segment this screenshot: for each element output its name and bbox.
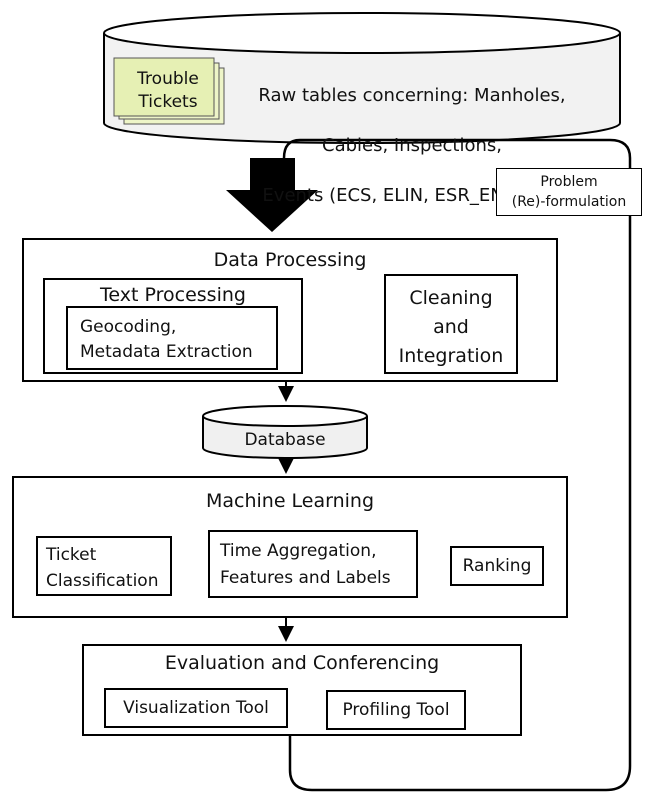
text-processing-title: Text Processing <box>100 284 246 306</box>
raw-tables-line-1: Raw tables concerning: Manholes, <box>258 85 566 106</box>
machine-learning-title: Machine Learning <box>205 490 375 512</box>
visualization-tool-box: Visualization Tool <box>104 688 288 728</box>
profiling-tool-box: Profiling Tool <box>326 690 466 730</box>
geocoding-line-2: Metadata Extraction <box>80 342 253 362</box>
problem-reformulation-line-1: Problem <box>540 174 598 190</box>
cleaning-line-3: Integration <box>398 345 504 367</box>
time-aggregation-line-1: Time Aggregation, <box>220 541 377 561</box>
raw-tables-cylinder <box>103 12 621 144</box>
ticket-classification-box: Ticket Classification <box>36 536 172 596</box>
raw-tables-line-2: Cables, Inspections, <box>322 135 502 156</box>
ticket-classification-line-1: Ticket <box>46 545 97 565</box>
feedback-loop <box>282 138 632 792</box>
ranking-label: Ranking <box>462 556 532 576</box>
time-aggregation-line-2: Features and Labels <box>220 568 391 588</box>
trouble-tickets-label: Trouble Tickets <box>118 68 218 114</box>
ranking-box: Ranking <box>450 546 544 586</box>
profiling-tool-label: Profiling Tool <box>342 700 450 720</box>
time-aggregation-box: Time Aggregation, Features and Labels <box>208 530 418 598</box>
data-processing-title: Data Processing <box>213 249 367 271</box>
database-label: Database <box>244 430 326 450</box>
visualization-tool-label: Visualization Tool <box>123 698 269 718</box>
trouble-tickets-stack <box>113 57 225 125</box>
big-down-arrow <box>226 158 318 232</box>
cleaning-integration-box: Cleaning and Integration <box>384 274 518 374</box>
problem-reformulation-box: Problem (Re)-formulation <box>496 168 642 216</box>
trouble-tickets-line-2: Tickets <box>138 92 198 112</box>
geocoding-line-1: Geocoding, <box>80 317 177 337</box>
cleaning-line-1: Cleaning <box>409 287 493 309</box>
database-cylinder <box>202 405 368 459</box>
cleaning-line-2: and <box>433 316 469 338</box>
problem-reformulation-line-2: (Re)-formulation <box>511 194 627 210</box>
evaluation-title: Evaluation and Conferencing <box>164 652 440 674</box>
geocoding-box: Geocoding, Metadata Extraction <box>66 306 278 370</box>
ticket-classification-line-2: Classification <box>46 571 159 591</box>
trouble-tickets-line-1: Trouble <box>137 69 199 89</box>
